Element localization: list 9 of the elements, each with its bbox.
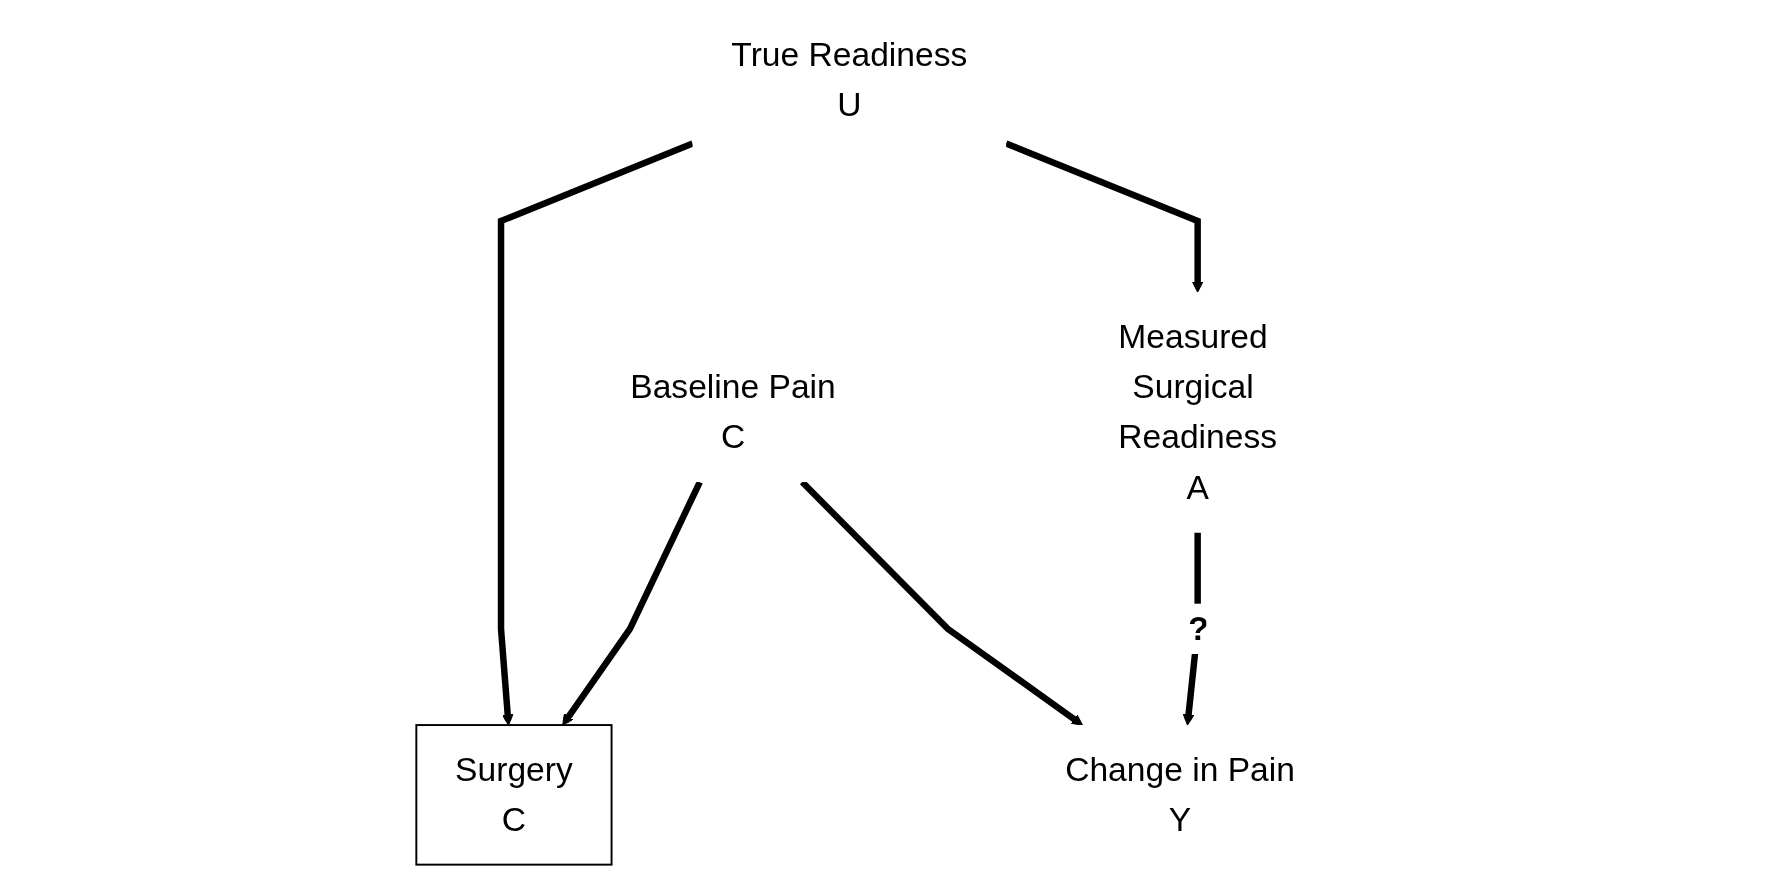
node-box: Surgery C bbox=[415, 724, 613, 866]
node-text: Measured Surgical Readiness A bbox=[1118, 316, 1278, 507]
node-text: True Readiness U bbox=[731, 34, 968, 125]
node-text: Change in Pain Y bbox=[1065, 749, 1295, 839]
node-text: Baseline Pain C bbox=[630, 367, 836, 457]
arrow bbox=[1004, 140, 1204, 293]
edge-label: ? bbox=[1188, 608, 1208, 648]
arrow bbox=[562, 480, 703, 726]
arrow bbox=[497, 140, 694, 726]
